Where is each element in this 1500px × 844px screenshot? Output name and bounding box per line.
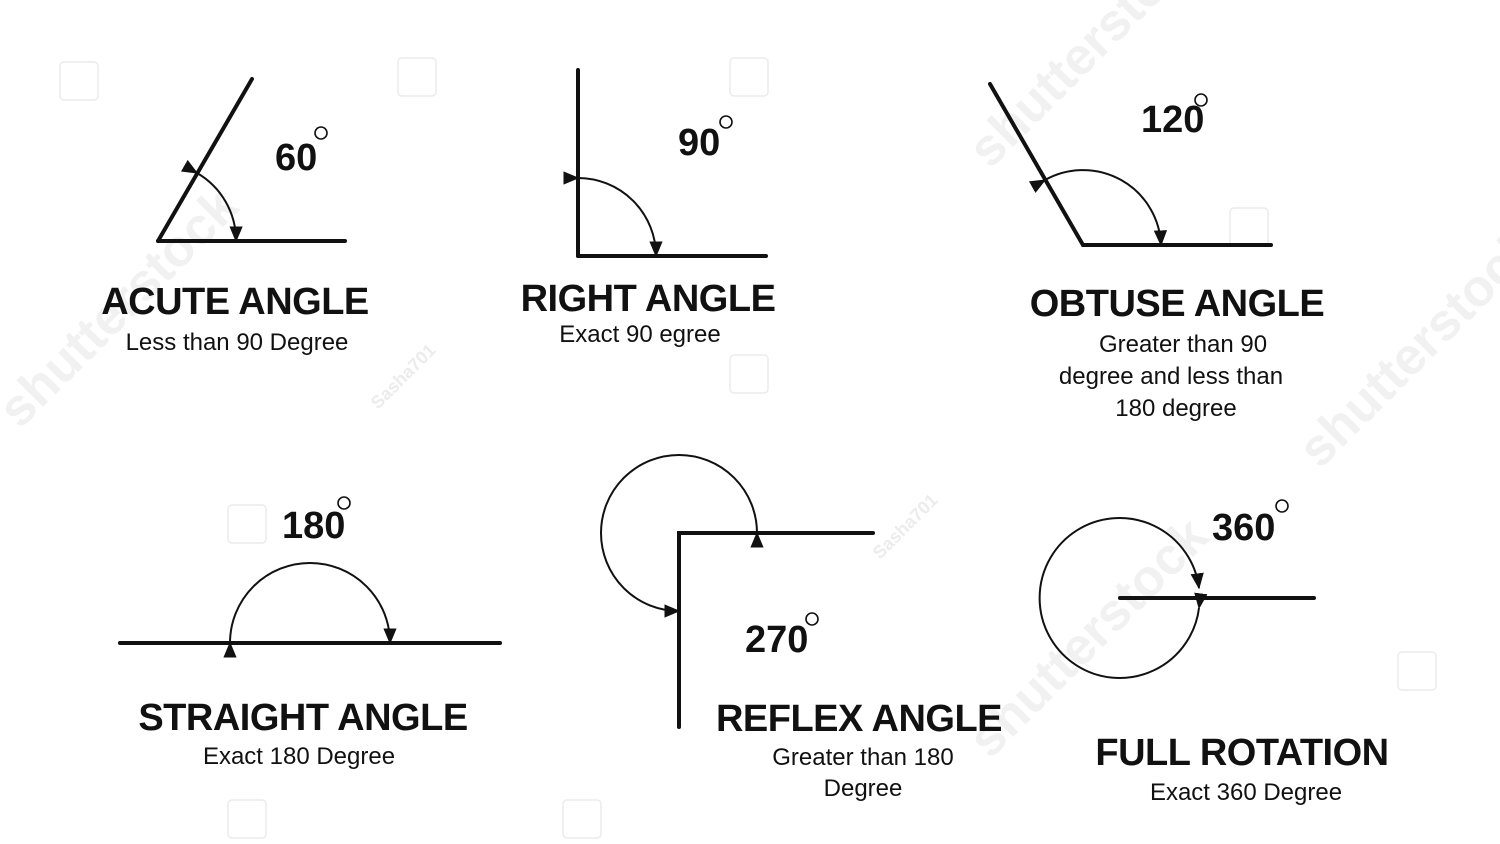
- obtuse-description-line: degree and less than: [1059, 363, 1283, 390]
- obtuse-angle-arc: [1028, 169, 1168, 247]
- straight-angle-figure: 180 STRAIGHT ANGLE Exact 180 Degree: [118, 496, 502, 770]
- right-angle-figure: 90 RIGHT ANGLE Exact 90 egree: [521, 68, 776, 348]
- watermark-contributor: Sasha701: [869, 490, 942, 563]
- right-degree-label: 90: [678, 122, 720, 164]
- degree-symbol-icon: [805, 612, 819, 626]
- right-description-line: Exact 90 egree: [559, 321, 720, 348]
- full-description-line: Exact 360 Degree: [1150, 779, 1342, 806]
- obtuse-degree-label: 120: [1141, 99, 1204, 141]
- straight-angle-arc: [223, 562, 397, 658]
- reflex-angle-figure: 270 REFLEX ANGLE Greater than 180 Degree: [600, 454, 1003, 802]
- watermark-brand: shutterstock: [957, 0, 1219, 178]
- full-title: FULL ROTATION: [1095, 732, 1388, 774]
- acute-degree-label: 60: [275, 137, 317, 179]
- full-rotation-figure: 360 FULL ROTATION Exact 360 Degree: [1038, 499, 1389, 806]
- right-title: RIGHT ANGLE: [521, 278, 776, 320]
- degree-symbol-icon: [314, 126, 328, 140]
- reflex-degree-label: 270: [745, 619, 808, 661]
- watermark-contributor: Sasha701: [367, 340, 440, 413]
- reflex-title: REFLEX ANGLE: [716, 698, 1002, 740]
- right-angle-arc: [563, 171, 663, 258]
- straight-description-line: Exact 180 Degree: [203, 743, 395, 770]
- obtuse-description-line: 180 degree: [1115, 395, 1236, 422]
- acute-title: ACUTE ANGLE: [101, 281, 369, 323]
- acute-angle-figure: 60 ACUTE ANGLE Less than 90 Degree: [101, 77, 369, 356]
- straight-title: STRAIGHT ANGLE: [138, 697, 467, 739]
- acute-description-line: Less than 90 Degree: [126, 329, 349, 356]
- degree-symbol-icon: [719, 115, 733, 129]
- straight-degree-label: 180: [282, 505, 345, 547]
- obtuse-title: OBTUSE ANGLE: [1030, 283, 1325, 325]
- watermark-brand: shutterstock: [1287, 217, 1500, 479]
- degree-symbol-icon: [337, 496, 351, 510]
- reflex-description-line: Degree: [824, 775, 903, 802]
- full-rotation-arc: [1038, 517, 1208, 679]
- obtuse-angle-figure: 120 OBTUSE ANGLE Greater than 90 degree …: [988, 82, 1325, 422]
- obtuse-description-line: Greater than 90: [1099, 331, 1267, 358]
- full-degree-label: 360: [1212, 507, 1275, 549]
- reflex-description-line: Greater than 180: [772, 744, 953, 771]
- reflex-angle-arc: [600, 454, 764, 618]
- degree-symbol-icon: [1194, 93, 1208, 107]
- acute-angle-arc: [180, 159, 243, 243]
- degree-symbol-icon: [1275, 499, 1289, 513]
